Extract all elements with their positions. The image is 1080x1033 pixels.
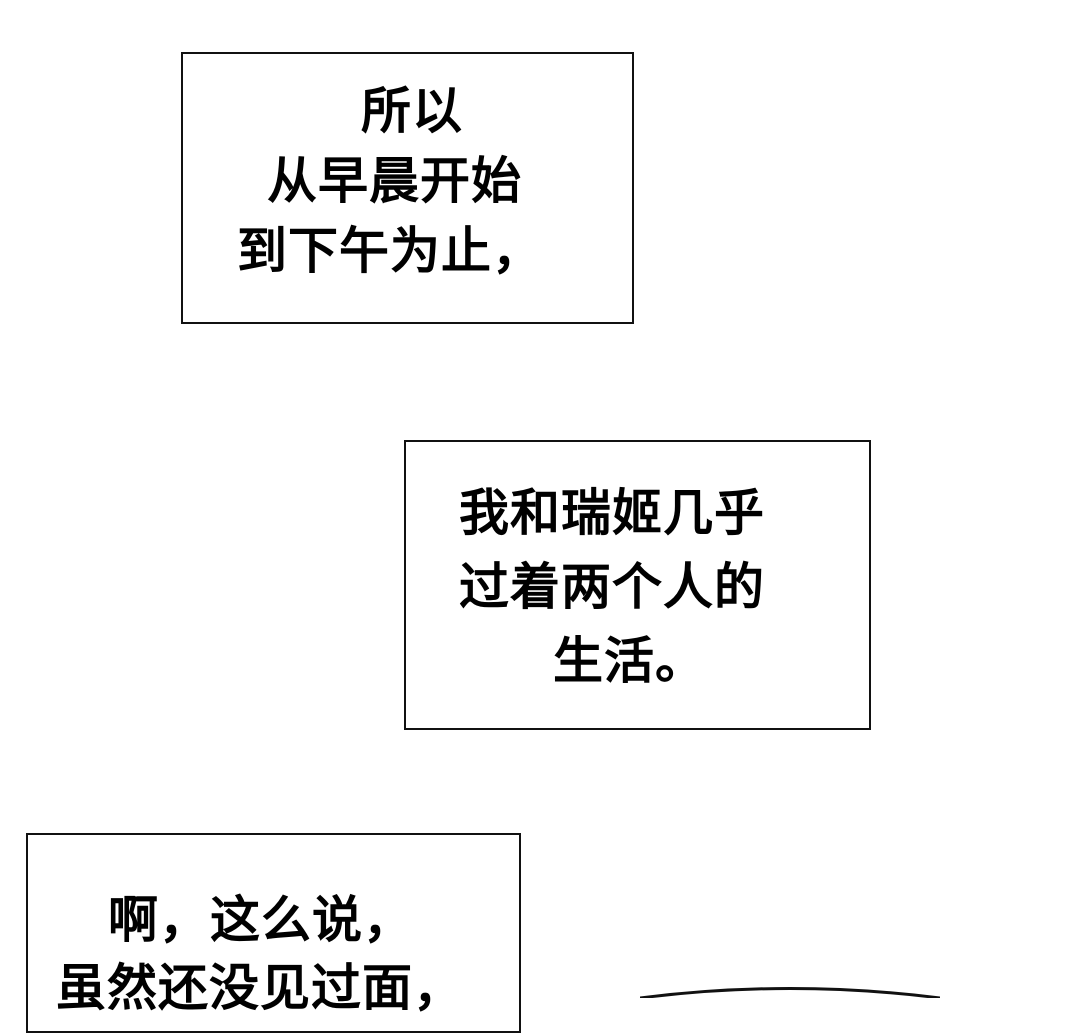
caption-2-line-2: 过着两个人的 bbox=[459, 558, 765, 616]
caption-3-line-2: 虽然还没见过面， bbox=[56, 959, 464, 1017]
caption-1-line-2: 从早晨开始 bbox=[267, 152, 522, 210]
caption-3-line-1: 啊，这么说， bbox=[108, 891, 414, 949]
caption-2-line-1: 我和瑞姬几乎 bbox=[459, 484, 765, 542]
caption-box-1: 所以 从早晨开始 到下午为止， bbox=[181, 52, 634, 324]
caption-1-line-3: 到下午为止， bbox=[237, 222, 543, 280]
caption-box-2: 我和瑞姬几乎 过着两个人的 生活。 bbox=[404, 440, 871, 730]
caption-1-line-1: 所以 bbox=[361, 82, 463, 140]
caption-box-3: 啊，这么说， 虽然还没见过面， bbox=[26, 833, 521, 1033]
speech-bubble-edge bbox=[640, 987, 940, 998]
caption-2-line-3: 生活。 bbox=[553, 632, 706, 690]
